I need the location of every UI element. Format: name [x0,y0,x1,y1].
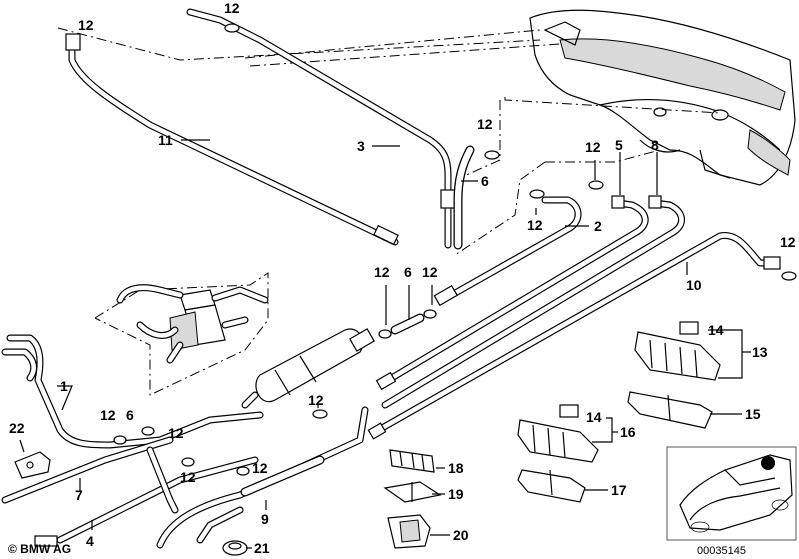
callout-6: 6 [481,173,489,189]
callout-12: 12 [477,116,493,132]
callout-12: 12 [100,407,116,423]
fuel-line-1 [1,334,264,449]
clip-22 [14,451,51,479]
callout-12: 12 [527,217,543,233]
fuel-line-8 [381,195,685,409]
callout-21: 21 [254,540,270,556]
callout-11: 11 [158,132,173,148]
bracket-16 [517,404,599,463]
fuel-tank [529,9,796,186]
fuel-line-7 [1,436,174,504]
callout-12: 12 [585,139,601,155]
callout-12: 12 [168,425,184,441]
fuel-line-3 [186,8,456,249]
fuel-line-5 [375,195,649,391]
callout-19: 19 [448,486,464,502]
callout-1: 1 [60,378,68,394]
callout-12: 12 [374,264,390,280]
callout-6: 6 [404,264,412,280]
bracket-19 [383,481,442,503]
callout-leaders [19,139,751,549]
callout-3: 3 [357,138,365,154]
vehicle-locator-inset [666,446,797,541]
fuel-line-4 [34,456,259,547]
callout-4: 4 [86,533,94,549]
callout-12: 12 [78,17,94,33]
fuel-line-11 [65,33,399,246]
hose-6-upper [453,145,475,250]
callout-7: 7 [75,487,83,503]
fuel-line-2 [433,196,582,307]
hose-6-mid [378,309,437,339]
callout-22: 22 [9,420,25,436]
callout-14: 14 [708,322,724,338]
callout-12: 12 [780,234,796,250]
callout-5: 5 [615,137,623,153]
callout-12: 12 [252,460,268,476]
bracket-17 [517,469,586,503]
image-id: 00035145 [697,545,746,557]
callout-16: 16 [620,424,636,440]
bracket-15 [627,391,713,429]
grommet-21 [222,540,248,556]
callout-12: 12 [422,264,438,280]
leader-lines [57,27,721,256]
pressure-regulator-assembly [94,272,269,396]
clamp-20 [387,514,431,549]
copyright-text: © BMW AG [8,542,71,556]
callout-2: 2 [594,218,602,234]
hose-clamps [113,23,797,476]
callout-13: 13 [752,344,768,360]
callout-12: 12 [308,392,324,408]
clip-18 [389,449,435,473]
callout-12: 12 [180,469,196,485]
callout-17: 17 [611,482,627,498]
callout-9: 9 [261,511,269,527]
fuel-line-9 [146,406,369,549]
callout-15: 15 [745,406,761,422]
bracket-13 [634,321,721,381]
callout-12: 12 [224,0,240,16]
callout-8: 8 [651,137,659,153]
callout-14: 14 [586,409,602,425]
callout-10: 10 [686,277,702,293]
callout-labels: 12 12 11 3 12 6 12 5 8 12 2 12 10 12 6 1… [9,0,796,556]
callout-18: 18 [448,460,464,476]
callout-6: 6 [126,407,134,423]
location-marker-icon [761,456,775,470]
fuel-filter [241,328,375,409]
callout-20: 20 [453,527,469,543]
fuel-line-10 [367,231,781,440]
